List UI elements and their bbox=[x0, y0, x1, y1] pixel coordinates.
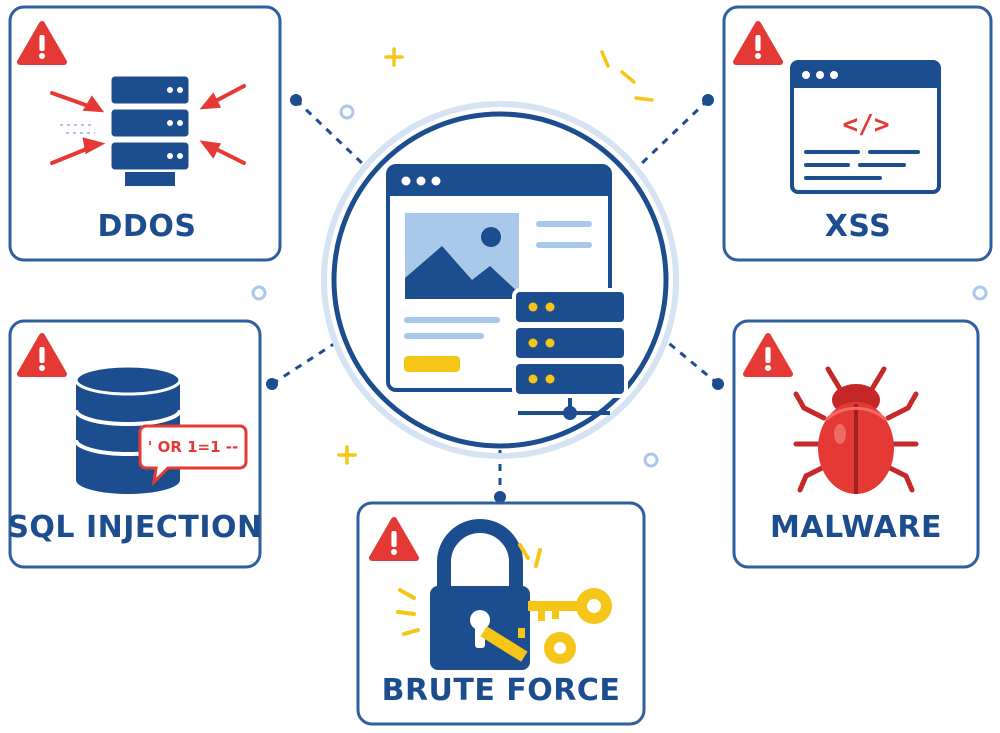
sql-payload-bubble: ' OR 1=1 -- bbox=[138, 424, 248, 487]
card-brute-force[interactable]: BRUTE FORCE bbox=[356, 501, 646, 726]
sql-payload-text: ' OR 1=1 -- bbox=[148, 438, 238, 456]
card-xss[interactable]: </> XSS bbox=[722, 5, 993, 262]
connector-dots bbox=[266, 94, 724, 503]
server-under-attack-icon bbox=[50, 73, 246, 186]
central-web-app bbox=[321, 101, 679, 459]
card-ddos[interactable]: DDOS bbox=[8, 5, 282, 262]
label-sql-injection: SQL INJECTION bbox=[7, 510, 262, 545]
code-symbol: </> bbox=[843, 110, 890, 140]
card-malware[interactable]: MALWARE bbox=[732, 319, 980, 569]
browser-code-window-icon: </> bbox=[790, 60, 941, 194]
label-xss: XSS bbox=[825, 209, 892, 244]
label-ddos: DDOS bbox=[98, 209, 197, 244]
bug-icon bbox=[793, 366, 919, 494]
decorations bbox=[251, 47, 988, 468]
label-malware: MALWARE bbox=[770, 510, 942, 545]
web-application-server-icon bbox=[386, 164, 628, 420]
label-brute-force: BRUTE FORCE bbox=[382, 673, 621, 708]
card-sql-injection[interactable]: ' OR 1=1 -- SQL INJECTION bbox=[7, 319, 262, 569]
padlock-with-keys-icon bbox=[396, 519, 612, 670]
connector-lines bbox=[271, 98, 719, 497]
